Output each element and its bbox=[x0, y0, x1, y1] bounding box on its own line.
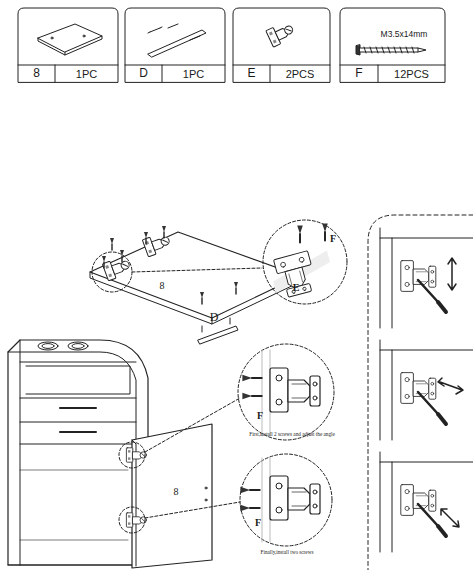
cabinet bbox=[8, 340, 240, 568]
callout-letter: D bbox=[206, 311, 222, 324]
hinge-detail-final bbox=[240, 454, 332, 546]
part-number: 8 bbox=[18, 67, 55, 80]
panel-assembly bbox=[90, 220, 347, 344]
callout-number: 8 bbox=[152, 280, 172, 291]
part-quantity: 1PC bbox=[55, 68, 118, 80]
part-number: F bbox=[340, 67, 378, 80]
part-number: E bbox=[233, 67, 270, 80]
instruction-note: First,install 2 screws and adjust the an… bbox=[222, 432, 362, 438]
part-quantity: 1PC bbox=[162, 68, 225, 80]
callout-letter: F bbox=[254, 410, 266, 421]
callout-number: 8 bbox=[166, 486, 186, 497]
part-quantity: 12PCS bbox=[378, 68, 445, 80]
instruction-note: Finally,install two screws bbox=[232, 550, 342, 556]
part-number: D bbox=[125, 67, 162, 80]
callout-letter: F bbox=[252, 517, 264, 528]
callout-letter: F bbox=[327, 233, 339, 244]
hinge-detail-first bbox=[238, 344, 334, 440]
part-quantity: 2PCS bbox=[270, 68, 330, 80]
screw-size: M3.5x14mm bbox=[368, 30, 440, 39]
parts-table bbox=[18, 8, 445, 82]
adjustment-panels bbox=[368, 215, 473, 570]
callout-letter: E bbox=[290, 282, 302, 293]
